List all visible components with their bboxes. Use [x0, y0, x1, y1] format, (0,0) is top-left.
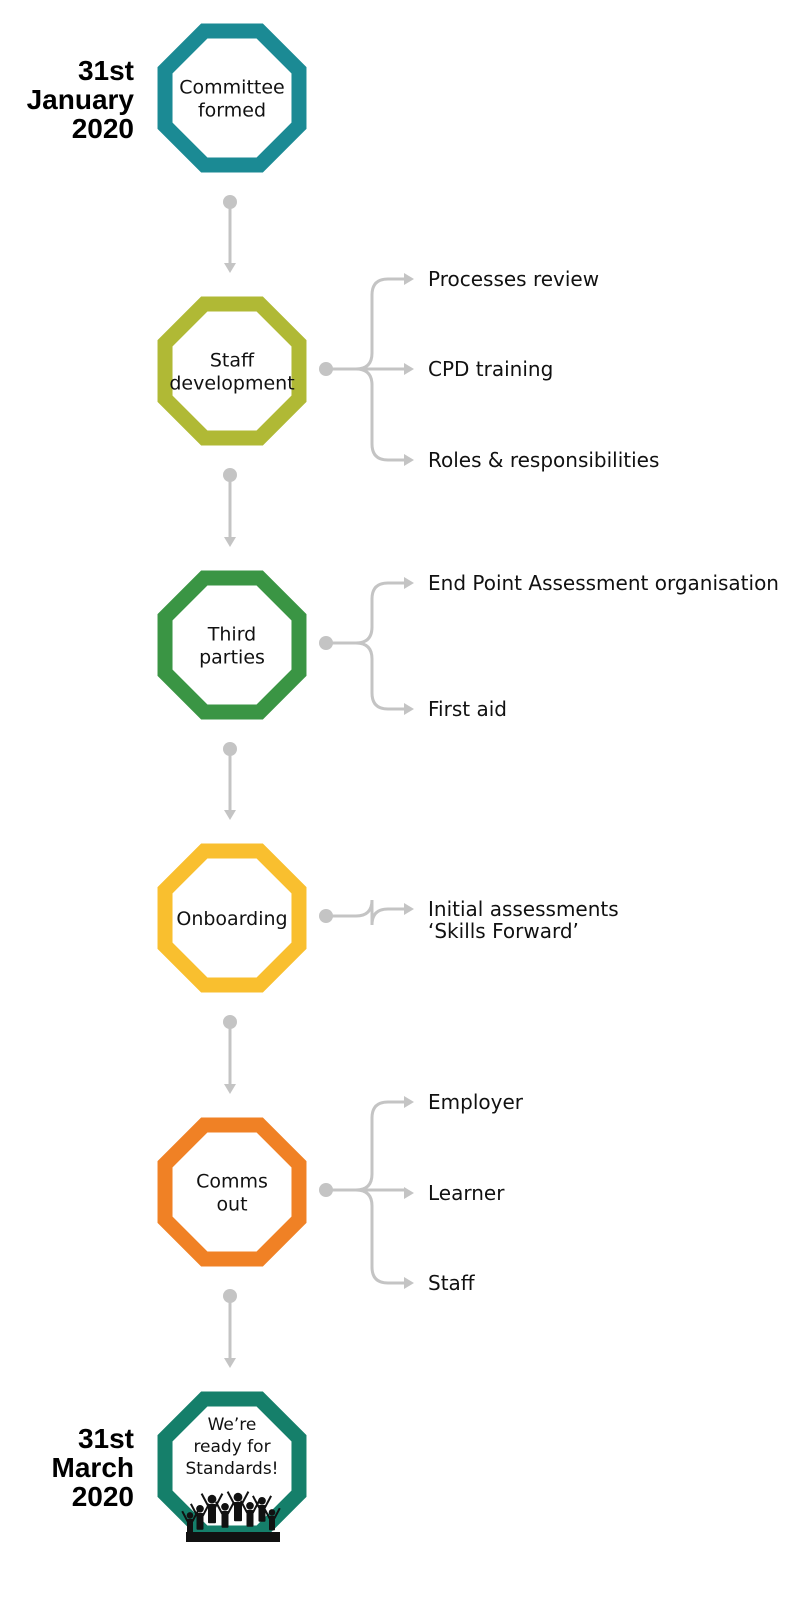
branch-arrowhead	[404, 577, 414, 589]
node-label-line: We’re	[208, 1415, 257, 1435]
step-connector	[223, 468, 237, 547]
connector-arrowhead	[224, 263, 236, 273]
branch-label: First aid	[428, 697, 507, 721]
node-label-line: Third	[207, 624, 256, 646]
branch-label: Employer	[428, 1090, 524, 1114]
branch-label: Initial assessments	[428, 897, 619, 921]
branch-arrowhead	[404, 454, 414, 466]
connector-arrowhead	[224, 1358, 236, 1368]
branch-label: CPD training	[428, 357, 553, 381]
branch-label: Staff	[428, 1271, 476, 1295]
start-date-label-line: January	[27, 84, 135, 115]
octagon-shape	[157, 23, 307, 173]
node-label-line: Comms	[196, 1171, 268, 1193]
step-connector	[223, 1289, 237, 1368]
branch-arrowhead	[404, 273, 414, 285]
node-label-line: formed	[198, 100, 266, 122]
branch-line	[326, 1188, 404, 1285]
branch-line	[326, 277, 404, 371]
connector-arrowhead	[224, 810, 236, 820]
branch-line	[326, 367, 404, 462]
connector-arrowhead	[224, 537, 236, 547]
step-connector	[223, 742, 237, 820]
node-label-line: Standards!	[185, 1459, 278, 1479]
branch-arrowhead	[404, 903, 414, 915]
node-label-line: development	[169, 373, 294, 395]
branch-label: ‘Skills Forward’	[428, 919, 579, 943]
branch-label: Learner	[428, 1181, 505, 1205]
node-onboarding: Onboarding	[157, 843, 307, 993]
end-date-label-line: March	[52, 1452, 134, 1483]
branch-group-onboarding: Initial assessments‘Skills Forward’	[319, 897, 619, 943]
branch-arrowhead	[404, 1187, 414, 1199]
branch-arrowhead	[404, 703, 414, 715]
branch-line	[326, 899, 404, 926]
octagon-shape	[157, 843, 307, 993]
node-label-line: parties	[199, 647, 265, 669]
branch-label: Roles & responsibilities	[428, 448, 659, 472]
start-date-label-line: 2020	[72, 113, 134, 144]
branch-line	[326, 1100, 404, 1192]
end-date-label-line: 2020	[72, 1481, 134, 1512]
node-label-line: Onboarding	[176, 908, 287, 930]
step-connector	[223, 1015, 237, 1094]
branch-arrowhead	[404, 363, 414, 375]
branch-label: Processes review	[428, 267, 599, 291]
octagon-shape	[157, 296, 307, 446]
branch-line	[326, 641, 404, 711]
branch-line	[326, 581, 404, 645]
node-label-line: out	[216, 1194, 247, 1216]
celebrating-crowd-icon	[181, 1491, 281, 1542]
branch-arrowhead	[404, 1096, 414, 1108]
branch-label: End Point Assessment organisation	[428, 571, 779, 595]
node-label-line: Staff	[210, 350, 255, 372]
octagon-shape	[157, 1117, 307, 1267]
end-date-label-line: 31st	[78, 1423, 134, 1454]
branch-arrowhead	[404, 1277, 414, 1289]
node-label-line: Committee	[179, 77, 284, 99]
step-connector	[223, 195, 237, 273]
nodes-layer: CommitteeformedStaffdevelopmentThirdpart…	[157, 23, 307, 1542]
connector-arrowhead	[224, 1084, 236, 1094]
connectors-layer	[223, 195, 237, 1368]
node-label-line: ready for	[193, 1437, 270, 1457]
octagon-shape	[157, 570, 307, 720]
start-date-label-line: 31st	[78, 55, 134, 86]
